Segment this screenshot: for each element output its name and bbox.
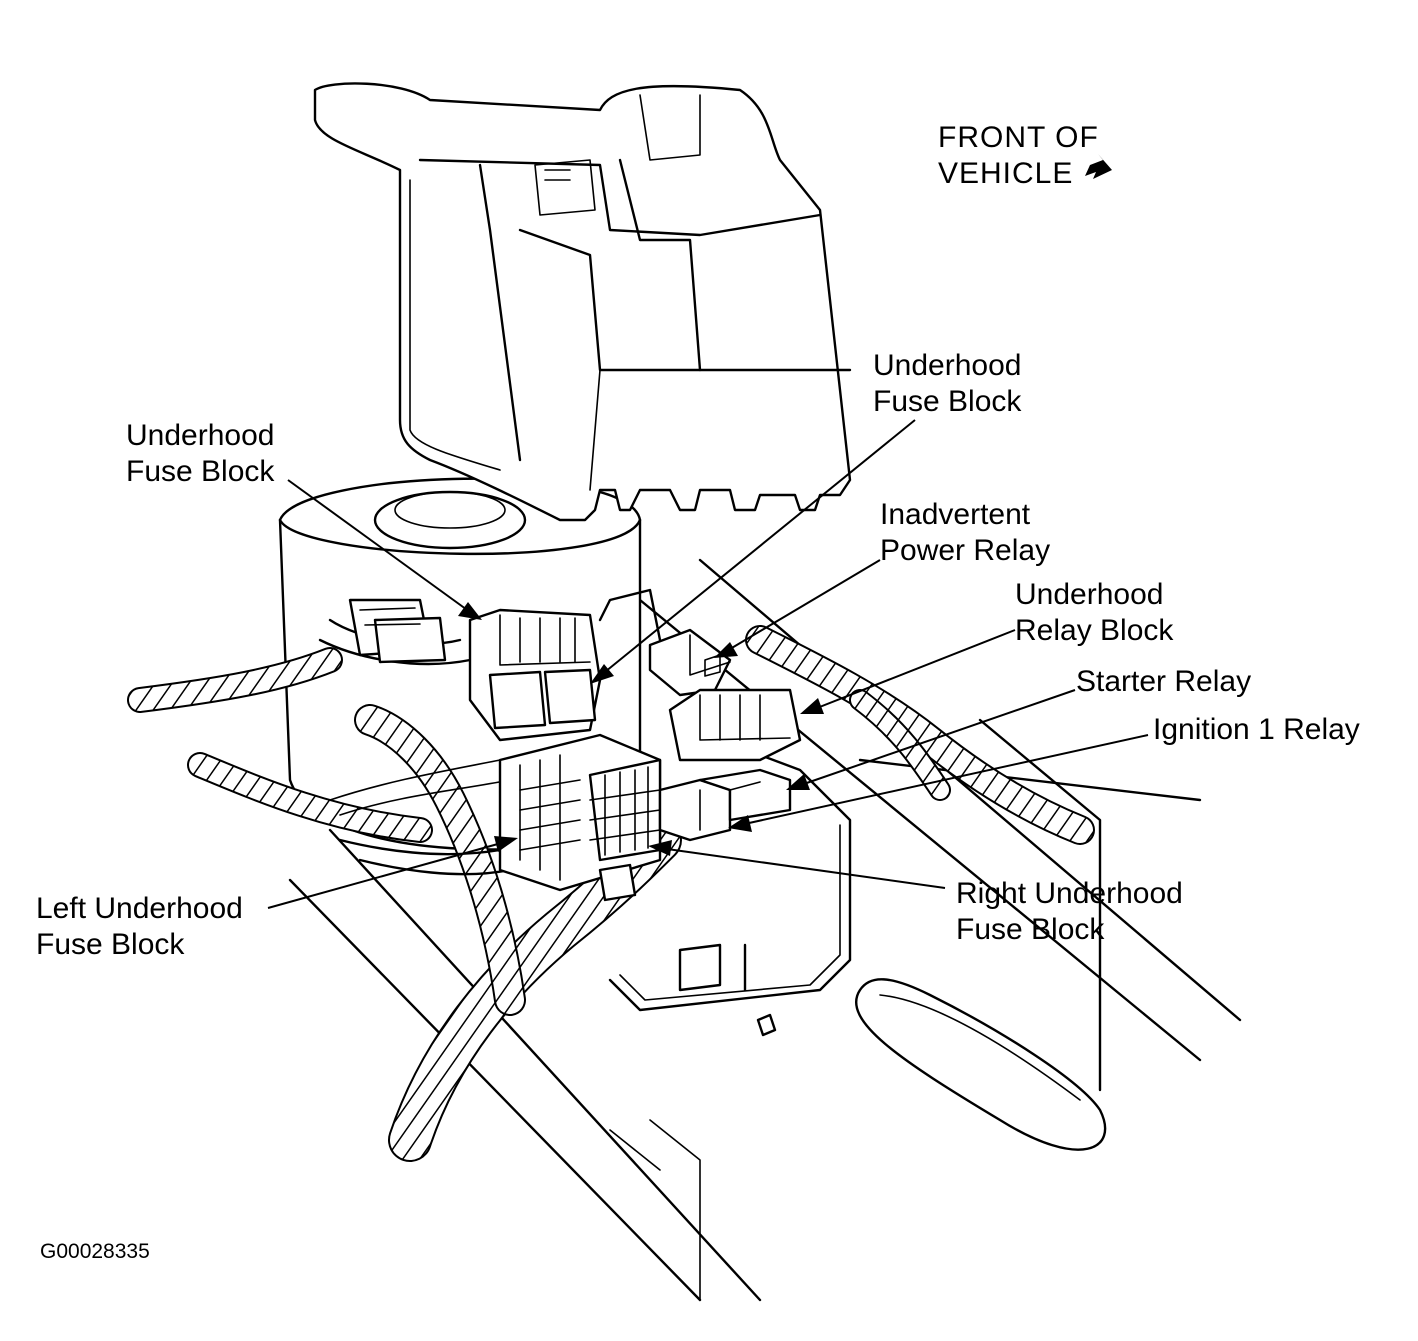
leader-lines [267,419,1149,909]
right-underhood-fuse-block-line1: Right Underhood [956,877,1183,910]
figure-id: G00028335 [40,1240,150,1263]
mounting-tray [598,588,852,1037]
floor-oval-opening [854,978,1107,1151]
underhood-fuse-block-right-label: Underhood Fuse Block [873,348,1021,420]
inadvertent-power-relay [648,628,732,697]
front-of-vehicle-line1: FRONT OF [938,121,1099,154]
front-of-vehicle-label: FRONT OF VEHICLE [938,120,1099,192]
starter-relay-line1: Starter Relay [1076,665,1252,698]
inadvertent-power-relay-label: Inadvertent Power Relay [880,497,1050,569]
underhood-relay-block-line2: Relay Block [1015,614,1174,647]
leader-starter-relay [797,689,1076,787]
underhood-relay-block-label: Underhood Relay Block [1015,577,1173,649]
right-underhood-fuse-block-line2: Fuse Block [956,913,1105,946]
leader-ignition-1-relay [739,734,1149,826]
starter-ignition-relays [658,768,792,842]
underhood-relay-block [668,688,802,762]
starter-relay-label: Starter Relay [1076,664,1251,700]
front-direction-arrow-icon [1085,154,1112,179]
leader-underhood-fuse-block-left [287,479,471,613]
underhood-relay-block-line1: Underhood [1015,578,1164,611]
underhood-fuse-block-right-line2: Fuse Block [873,385,1022,418]
fuse-block-cover [313,82,852,522]
left-underhood-fuse-block-label: Left Underhood Fuse Block [36,891,243,963]
inadvertent-power-relay-line1: Inadvertent [880,498,1031,531]
front-of-vehicle-line2: VEHICLE [938,157,1074,190]
upper-fuse-block [468,608,602,742]
right-underhood-fuse-block-label: Right Underhood Fuse Block [956,876,1183,948]
inadvertent-power-relay-line2: Power Relay [880,534,1051,567]
underhood-fuse-block-left-line1: Underhood [126,419,275,452]
leader-left-underhood-fuse-block [267,841,506,909]
leader-underhood-fuse-block-right [599,419,916,677]
ignition-1-relay-label: Ignition 1 Relay [1153,712,1360,748]
left-connector [348,598,447,664]
underhood-fuse-block-left-line2: Fuse Block [126,455,275,488]
leader-inadvertent-power-relay [724,559,881,653]
underhood-fuse-block-left-label: Underhood Fuse Block [126,418,274,490]
center-fuse-blocks [498,733,662,902]
left-underhood-fuse-block-line1: Left Underhood [36,892,243,925]
leader-right-underhood-fuse-block [659,847,946,889]
left-underhood-fuse-block-line2: Fuse Block [36,928,185,961]
ignition-1-relay-line1: Ignition 1 Relay [1153,713,1360,746]
leader-underhood-relay-block [811,629,1016,711]
underhood-fuse-block-right-line1: Underhood [873,349,1022,382]
